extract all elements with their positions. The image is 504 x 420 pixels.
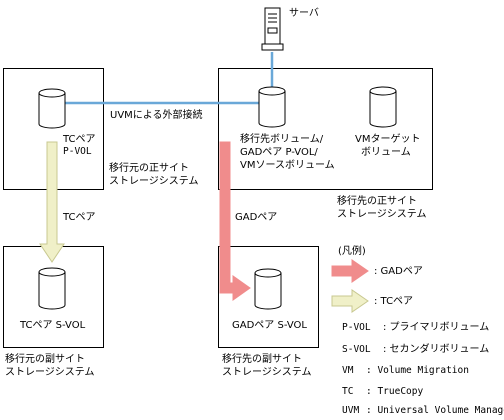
local-primary-system-label-line1: 移行元の正サイト	[109, 163, 189, 174]
vm-target-label-line2: ボリューム	[361, 147, 411, 158]
legend-term-abbr: S-VOL	[342, 344, 371, 355]
local-secondary-system-label-line2: ストレージシステム	[5, 367, 95, 378]
legend-term-abbr: TC	[342, 386, 354, 397]
gad-pair-link-label: GADペア	[235, 212, 278, 223]
target-secondary-storage-box	[218, 246, 319, 348]
tc-pvol-label-line2: P-VOL	[63, 146, 92, 157]
target-secondary-system-label-line1: 移行先の副サイト	[222, 354, 302, 365]
server-label: サーバ	[289, 8, 319, 19]
tc-svol-label: TCペア S-VOL	[20, 320, 86, 331]
legend-term-abbr: VM	[342, 365, 354, 376]
legend-term-desc: : プライマリボリューム	[383, 322, 490, 333]
dest-volume-label-line3: VMソースボリューム	[240, 160, 335, 171]
legend-gad-label: : GADペア	[374, 266, 423, 277]
gad-svol-label: GADペア S-VOL	[232, 320, 307, 331]
target-secondary-system-label-line2: ストレージシステム	[222, 367, 312, 378]
gad-pair-arrow	[219, 141, 251, 301]
target-primary-system-label-line2: ストレージシステム	[337, 209, 427, 220]
legend-title: (凡例)	[338, 246, 366, 257]
target-primary-system-label-line1: 移行先の正サイト	[337, 196, 417, 207]
server-icon	[261, 7, 284, 51]
vm-target-label-line1: VMターゲット	[355, 134, 421, 145]
tc-pair-link-label: TCペア	[63, 212, 96, 223]
gad-svol-cylinder-icon	[254, 268, 282, 310]
dest-volume-label-line2: GADペア P-VOL/	[240, 147, 318, 158]
legend-tc-arrow-icon	[331, 289, 369, 313]
uvm-link-label: UVMによる外部接続	[110, 110, 203, 121]
dest-volume-label-line1: 移行先ボリューム/	[240, 134, 324, 145]
legend-term-abbr: P-VOL	[342, 322, 371, 333]
tc-pair-arrow	[39, 141, 65, 263]
legend-tc-label: : TCペア	[374, 296, 414, 307]
legend-term-desc: : セカンダリボリューム	[383, 344, 490, 355]
tc-pvol-label-line1: TCペア	[63, 134, 96, 145]
legend-term-desc: : TrueCopy	[366, 386, 424, 397]
legend-term-desc: : Universal Volume Manager	[366, 405, 504, 416]
legend-term-desc: : Volume Migration	[366, 365, 469, 376]
tc-pvol-cylinder-icon	[38, 88, 66, 129]
tc-svol-cylinder-icon	[38, 267, 66, 310]
target-primary-storage-box	[218, 68, 433, 190]
local-secondary-system-label-line1: 移行元の副サイト	[5, 354, 85, 365]
legend-gad-arrow-icon	[331, 259, 369, 283]
vm-target-cylinder-icon	[369, 86, 397, 128]
local-primary-system-label-line2: ストレージシステム	[109, 176, 199, 187]
legend-term-abbr: UVM	[342, 405, 360, 416]
dest-volume-cylinder-icon	[258, 86, 286, 128]
